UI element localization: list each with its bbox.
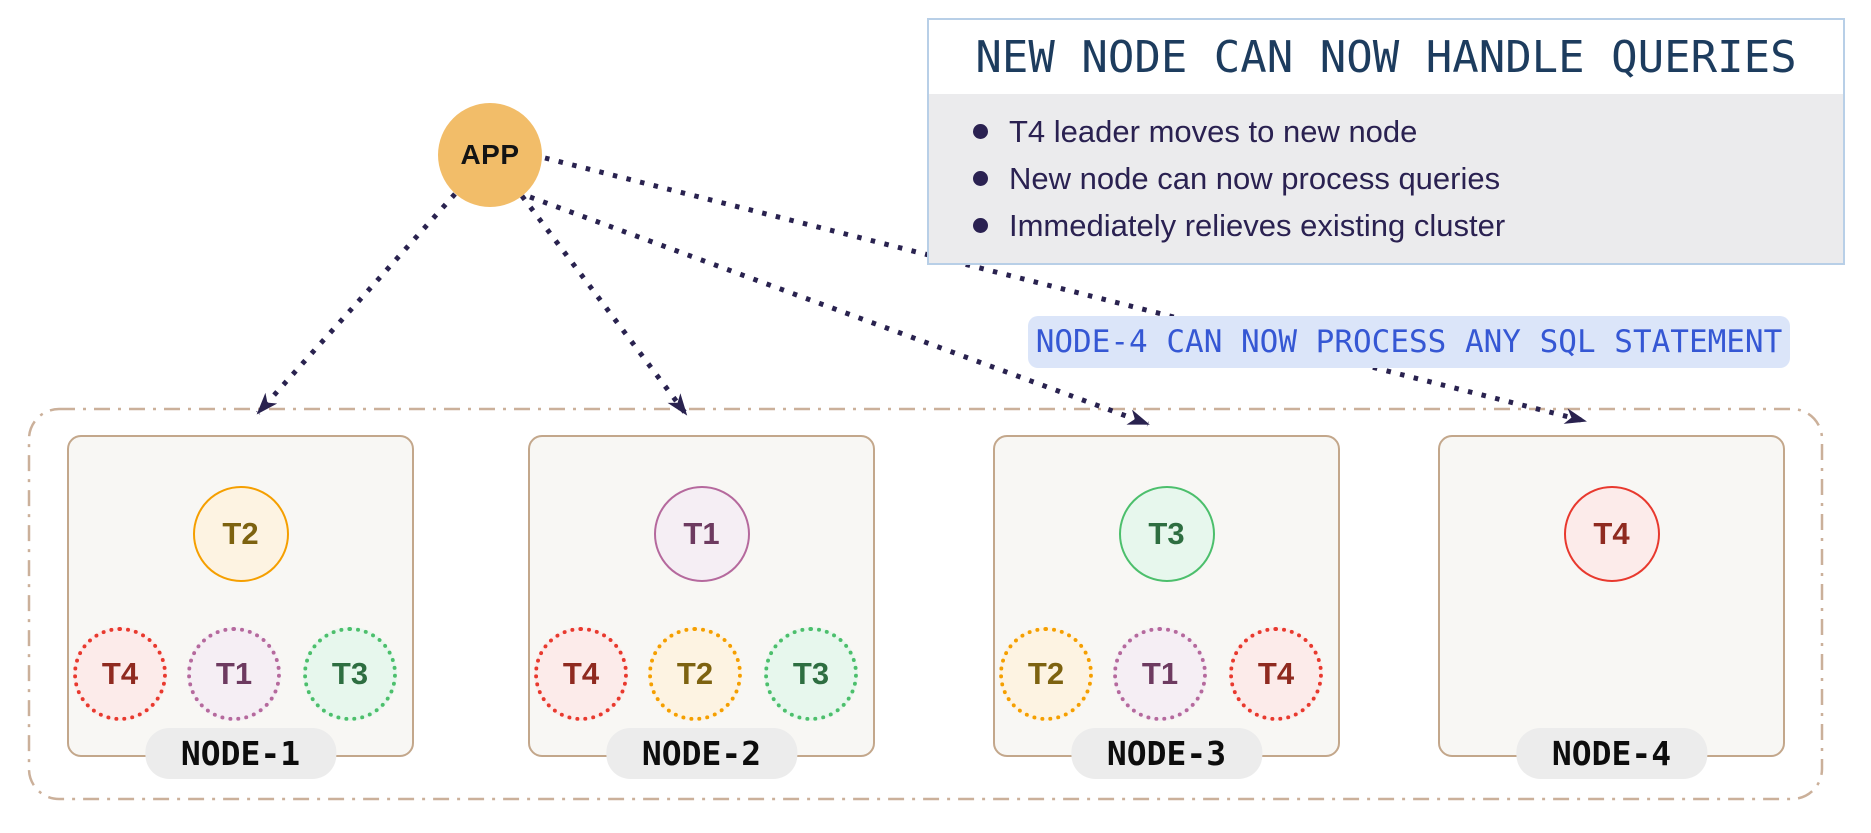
callout-panel: NEW NODE CAN NOW HANDLE QUERIES T4 leade…: [927, 18, 1845, 265]
callout-bullet: Immediately relieves existing cluster: [929, 202, 1843, 249]
follower-tablet-t2: T2: [999, 627, 1093, 721]
callout-bullet: T4 leader moves to new node: [929, 108, 1843, 155]
app-node: APP: [438, 103, 542, 207]
follower-tablet-t1: T1: [187, 627, 281, 721]
follower-tablet-t4: T4: [534, 627, 628, 721]
cluster-boundary: [27, 407, 1824, 801]
callout-title: NEW NODE CAN NOW HANDLE QUERIES: [929, 20, 1843, 94]
callout-bullet: New node can now process queries: [929, 155, 1843, 202]
leader-tablet-t3: T3: [1118, 486, 1215, 582]
leader-tablet-t4: T4: [1563, 486, 1660, 582]
follower-tablet-t2: T2: [648, 627, 742, 721]
follower-tablet-t4: T4: [73, 627, 167, 721]
arrow-app-to-node-1: [256, 192, 457, 415]
follower-tablet-t3: T3: [764, 627, 858, 721]
arrow-app-to-node-2: [520, 194, 688, 416]
leader-tablet-t2: T2: [192, 486, 289, 582]
node-label-node-3: NODE-3: [1070, 728, 1263, 779]
app-label: APP: [460, 139, 520, 170]
follower-tablet-t3: T3: [303, 627, 397, 721]
follower-tablet-t4: T4: [1229, 627, 1323, 721]
node4-status-banner: NODE-4 CAN NOW PROCESS ANY SQL STATEMENT: [1028, 316, 1790, 368]
arrow-app-to-node-4: [544, 155, 1587, 424]
node-label-node-1: NODE-1: [144, 728, 337, 779]
node-label-node-2: NODE-2: [605, 728, 798, 779]
leader-tablet-t1: T1: [653, 486, 750, 582]
arrow-app-to-node-3: [529, 194, 1150, 427]
follower-tablet-t1: T1: [1113, 627, 1207, 721]
node-label-node-4: NODE-4: [1515, 728, 1708, 779]
